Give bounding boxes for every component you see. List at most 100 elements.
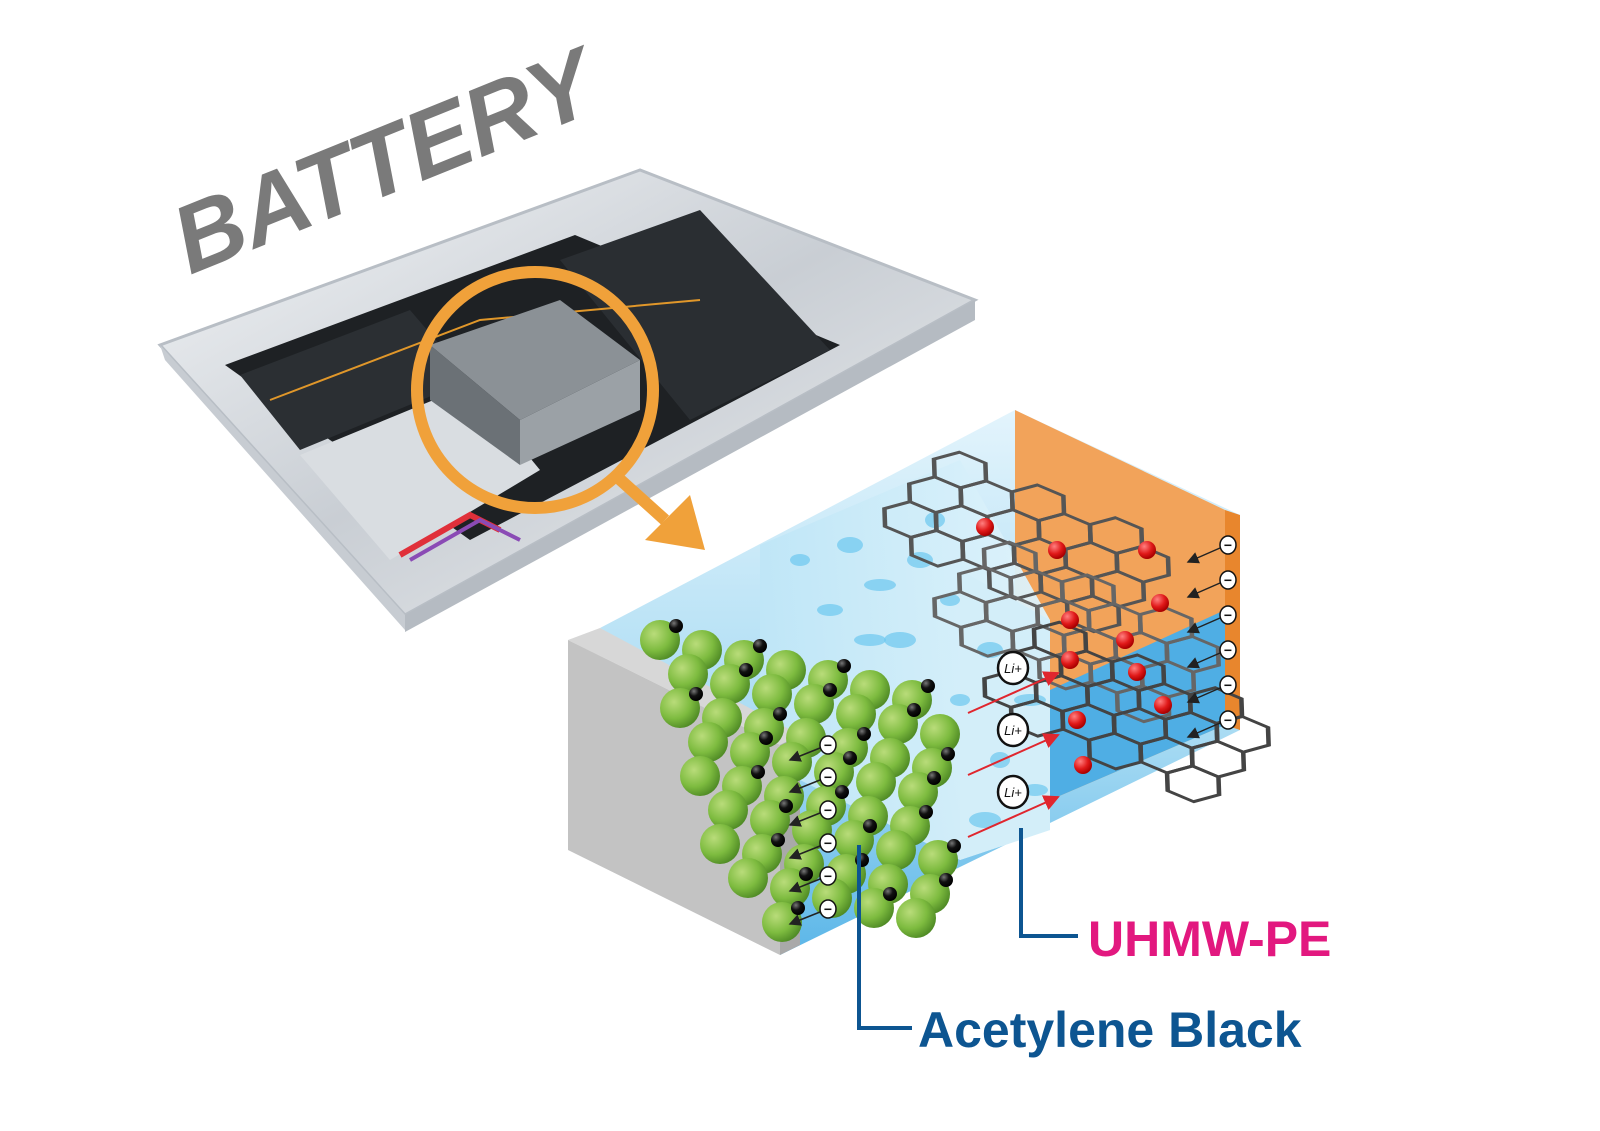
- lithium-site-dot: [1116, 631, 1134, 649]
- electron-flow-arrow: [1186, 617, 1221, 634]
- electron-icon: [819, 735, 837, 755]
- lithium-site-dot: [1074, 756, 1092, 774]
- pore: [950, 694, 970, 706]
- electron-symbol: −: [1224, 537, 1232, 553]
- pore: [817, 604, 843, 616]
- electron-icon: [1219, 570, 1237, 590]
- separator-leader-line: [1019, 828, 1078, 938]
- electron-symbol: −: [1224, 642, 1232, 658]
- pore: [864, 579, 896, 591]
- electron-icon: [1219, 605, 1237, 625]
- active-material-sphere: [854, 888, 894, 928]
- acetylene-black-particle: [823, 683, 837, 697]
- active-material-sphere: [794, 684, 834, 724]
- acetylene-black-particle: [771, 833, 785, 847]
- acetylene-black-particle: [791, 901, 805, 915]
- lithium-ion-icon: [996, 774, 1030, 810]
- electron-symbol: −: [824, 802, 832, 818]
- active-material-sphere: [710, 664, 750, 704]
- active-material-sphere: [688, 722, 728, 762]
- electron-icon: [1219, 675, 1237, 695]
- electron-flow-arrow: [1186, 722, 1221, 739]
- electron-flow-arrow: [1186, 652, 1221, 669]
- active-material-sphere: [898, 772, 938, 812]
- active-material-sphere: [772, 742, 812, 782]
- acetylene-black-particle: [939, 873, 953, 887]
- electron-icon: [1219, 710, 1237, 730]
- additive-label: Acetylene Black: [918, 1002, 1302, 1058]
- active-material-sphere: [680, 756, 720, 796]
- ion-flow-arrow: [967, 733, 1060, 776]
- active-material-sphere: [752, 674, 792, 714]
- lithium-ion-label: Li+: [1004, 723, 1022, 738]
- active-material-sphere: [640, 620, 680, 660]
- lithium-ion-label: Li+: [1004, 661, 1022, 676]
- active-material-sphere: [920, 714, 960, 754]
- pore: [790, 554, 810, 566]
- separator-label: UHMW-PE: [1088, 911, 1331, 967]
- active-material-sphere: [750, 800, 790, 840]
- lithium-site-dot: [1048, 541, 1066, 559]
- acetylene-black-particle: [843, 751, 857, 765]
- lithium-ion-icon: [996, 712, 1030, 748]
- acetylene-black-particle: [837, 659, 851, 673]
- lithium-ion-label: Li+: [1004, 785, 1022, 800]
- electron-flow-arrow: [1186, 687, 1221, 704]
- electron-symbol: −: [1224, 607, 1232, 623]
- active-material-sphere: [728, 858, 768, 898]
- active-material-sphere: [834, 820, 874, 860]
- active-material-particles: [640, 619, 961, 942]
- lithium-site-dot: [1151, 594, 1169, 612]
- battery-pack-image: [157, 168, 979, 632]
- acetylene-black-particle: [689, 687, 703, 701]
- active-material-sphere: [730, 732, 770, 772]
- additive-leader-line: [857, 845, 912, 1030]
- acetylene-black-particle: [779, 799, 793, 813]
- acetylene-black-particle: [947, 839, 961, 853]
- acetylene-black-particle: [863, 819, 877, 833]
- lithium-site-dot: [1061, 611, 1079, 629]
- callout-arrow-icon: [645, 495, 705, 550]
- acetylene-black-particle: [927, 771, 941, 785]
- electron-symbol: −: [824, 769, 832, 785]
- acetylene-black-particle: [919, 805, 933, 819]
- electron-flow-arrow: [788, 747, 821, 762]
- acetylene-black-particle: [941, 747, 955, 761]
- active-material-sphere: [918, 840, 958, 880]
- hexagon: [1114, 684, 1172, 724]
- ion-flow-arrow: [967, 671, 1060, 714]
- acetylene-black-particle: [921, 679, 935, 693]
- lithium-site-dot: [1138, 541, 1156, 559]
- active-material-sphere: [668, 654, 708, 694]
- acetylene-black-particle: [759, 731, 773, 745]
- electron-icon: [819, 767, 837, 787]
- active-material-sphere: [878, 704, 918, 744]
- electron-flow-arrow: [788, 911, 821, 926]
- pore: [854, 634, 886, 646]
- electron-flow-arrow: [1186, 547, 1221, 564]
- lithium-site-dot: [1061, 651, 1079, 669]
- acetylene-black-particle: [883, 887, 897, 901]
- active-material-sphere: [762, 902, 802, 942]
- acetylene-black-particle: [669, 619, 683, 633]
- active-material-sphere: [836, 694, 876, 734]
- electron-flow-arrow: [788, 779, 821, 794]
- electron-symbol: −: [824, 901, 832, 917]
- acetylene-black-particle: [773, 707, 787, 721]
- callout-circle: [411, 266, 659, 514]
- active-material-sphere: [856, 762, 896, 802]
- active-material-sphere: [660, 688, 700, 728]
- acetylene-black-particle: [753, 639, 767, 653]
- electron-icon: [819, 800, 837, 820]
- electron-flow-arrow: [788, 878, 821, 893]
- electron-flow-arrow: [788, 812, 821, 827]
- pore: [837, 537, 863, 553]
- active-material-sphere: [896, 898, 936, 938]
- active-material-sphere: [700, 824, 740, 864]
- lithium-site-dot: [1154, 696, 1172, 714]
- active-material-sphere: [708, 790, 748, 830]
- electron-symbol: −: [824, 835, 832, 851]
- lithium-site-dot: [976, 518, 994, 536]
